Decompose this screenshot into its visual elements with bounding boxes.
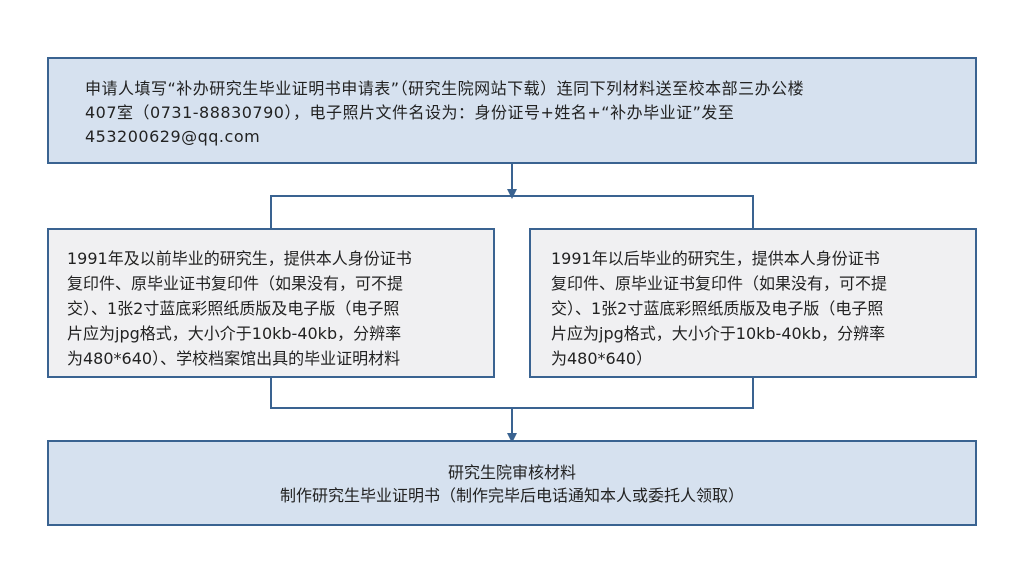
branch-before-line-1: 1991年及以前毕业的研究生，提供本人身份证书 — [67, 249, 412, 268]
branch-after-line-2: 复印件、原毕业证书复印件（如果没有，可不提 — [551, 274, 888, 293]
branch-after-line-5: 为480*640） — [551, 349, 653, 368]
branch-graduated-1991-or-before-box: 1991年及以前毕业的研究生，提供本人身份证书 复印件、原毕业证书复印件（如果没… — [47, 228, 495, 378]
branch-after-line-3: 交）、1张2寸蓝底彩照纸质版及电子版（电子照 — [551, 299, 884, 318]
branch-before-line-4: 片应为jpg格式，大小介于10kb-40kb，分辨率 — [67, 324, 402, 343]
final-line-1: 研究生院审核材料 — [447, 463, 576, 482]
branch-before-line-5: 为480*640）、学校档案馆出具的毕业证明材料 — [67, 349, 401, 368]
branch-after-line-4: 片应为jpg格式，大小介于10kb-40kb，分辨率 — [551, 324, 886, 343]
branch-before-line-3: 交）、1张2寸蓝底彩照纸质版及电子版（电子照 — [67, 299, 400, 318]
branch-before-line-2: 复印件、原毕业证书复印件（如果没有，可不提 — [67, 274, 404, 293]
step1-line-3: 453200629@qq.com — [85, 127, 261, 146]
step1-line-1: 申请人填写“补办研究生毕业证明书申请表”（研究生院网站下载）连同下列材料送至校本… — [85, 79, 805, 98]
branch-graduated-after-1991-box: 1991年以后毕业的研究生，提供本人身份证书 复印件、原毕业证书复印件（如果没有… — [529, 228, 977, 378]
final-line-2: 制作研究生毕业证明书（制作完毕后电话通知本人或委托人领取） — [279, 486, 744, 505]
step1-line-2: 407室（0731-88830790），电子照片文件名设为：身份证号+姓名+“补… — [85, 103, 735, 122]
branch-after-line-1: 1991年以后毕业的研究生，提供本人身份证书 — [551, 249, 880, 268]
step-review-and-issue-box: 研究生院审核材料 制作研究生毕业证明书（制作完毕后电话通知本人或委托人领取） — [47, 440, 977, 526]
step-submit-application-box: 申请人填写“补办研究生毕业证明书申请表”（研究生院网站下载）连同下列材料送至校本… — [47, 57, 977, 164]
